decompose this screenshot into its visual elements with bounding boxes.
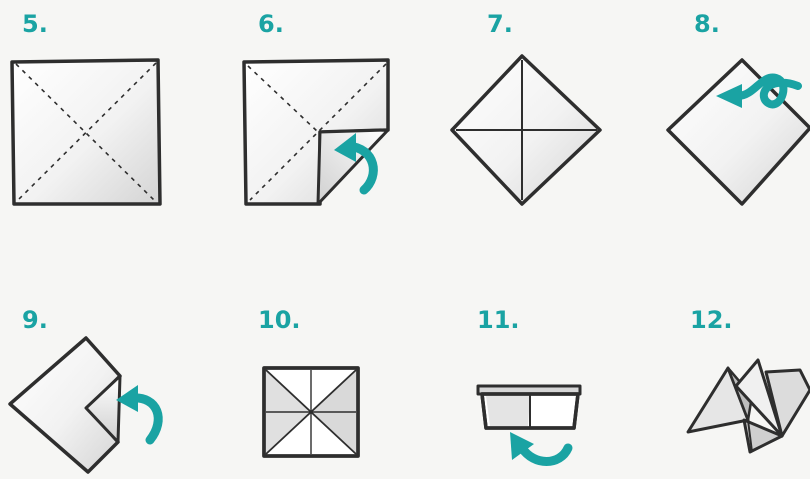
step-9-fold-arrow-icon (116, 385, 158, 440)
step-9-illustration (10, 338, 120, 472)
step-11-illustration (478, 386, 580, 428)
step-7-illustration (452, 56, 600, 204)
step-5-illustration (12, 60, 160, 204)
step-12-illustration (688, 360, 810, 452)
step-10-illustration (264, 368, 358, 456)
step-11-fold-arrow-icon (510, 432, 568, 462)
